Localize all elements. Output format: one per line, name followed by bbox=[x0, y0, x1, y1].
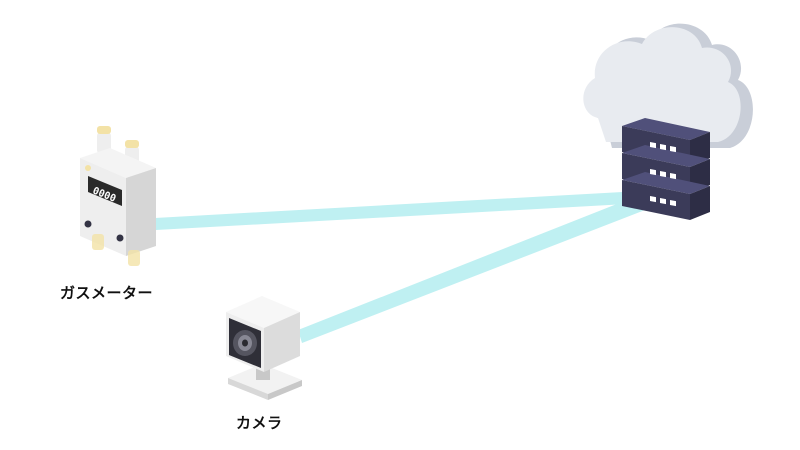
server-stack bbox=[622, 118, 710, 220]
connections bbox=[155, 191, 645, 343]
gas-meter-label: ガスメーター bbox=[60, 284, 154, 302]
gas-meter-icon: 0000 bbox=[80, 126, 156, 266]
cloud-body bbox=[583, 27, 741, 142]
meter-display bbox=[88, 176, 122, 206]
camera-icon bbox=[226, 296, 302, 400]
camera-label: カメラ bbox=[236, 414, 283, 432]
link-camera-to-server bbox=[298, 198, 645, 343]
link-gas-meter-to-server bbox=[155, 191, 645, 230]
cloud-server-icon bbox=[583, 23, 753, 220]
